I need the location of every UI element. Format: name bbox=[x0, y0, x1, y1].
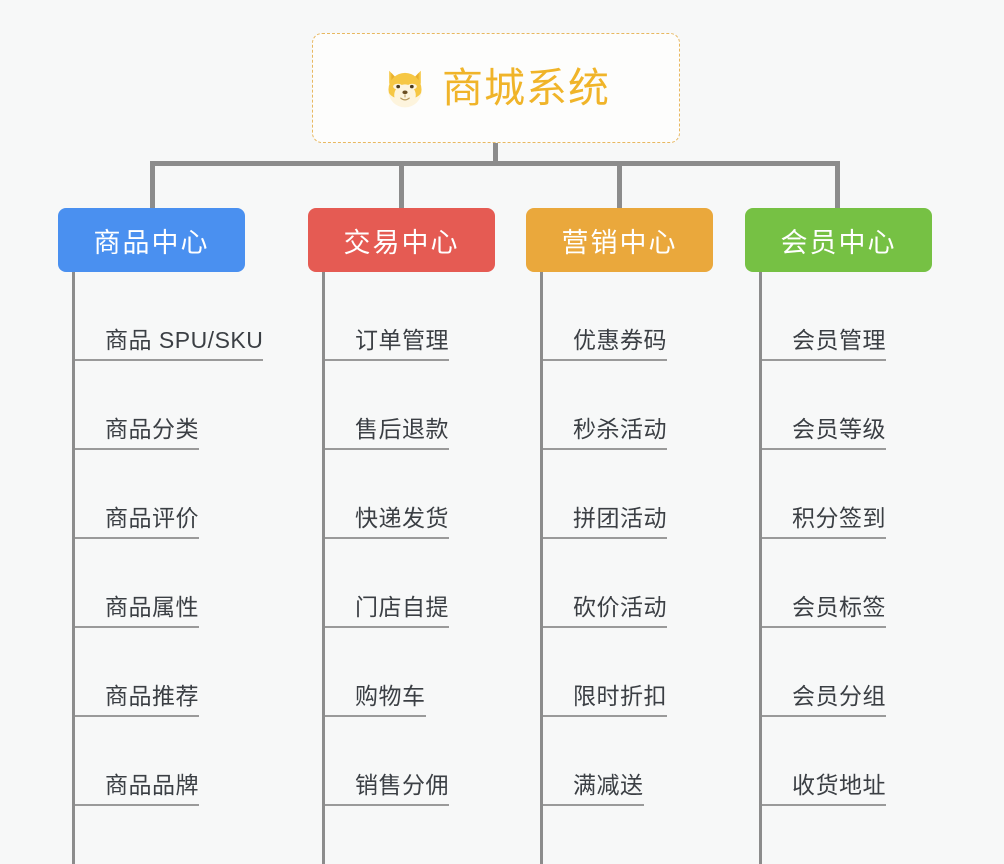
leaf-item[interactable]: 秒杀活动 bbox=[543, 361, 667, 450]
connector-bus bbox=[150, 161, 840, 166]
branch-column-2: 交易中心 订单管理 售后退款 快递发货 门店自提 购物车 销售分佣 bbox=[308, 208, 495, 864]
leaf-item[interactable]: 售后退款 bbox=[325, 361, 449, 450]
mindmap-canvas: 商城系统 商品中心 商品 SPU/SKU 商品分类 商品评价 商品属性 商品推荐… bbox=[58, 33, 932, 864]
leaf-label: 商品属性 bbox=[75, 594, 199, 628]
leaf-label: 拼团活动 bbox=[543, 505, 667, 539]
leaf-label: 会员标签 bbox=[762, 594, 886, 628]
leaf-item[interactable]: 积分签到 bbox=[762, 450, 886, 539]
branch-header-label-1: 商品中心 bbox=[93, 227, 210, 258]
branch-header-label-4: 会员中心 bbox=[780, 227, 897, 258]
branch-column-3: 营销中心 优惠券码 秒杀活动 拼团活动 砍价活动 限时折扣 满减送 bbox=[526, 208, 713, 864]
connector-stem bbox=[493, 143, 498, 164]
leaf-label: 满减送 bbox=[543, 772, 644, 806]
leaf-label: 商品品牌 bbox=[75, 772, 199, 806]
leaf-item[interactable]: 商品分类 bbox=[75, 361, 199, 450]
leaf-label: 收货地址 bbox=[762, 772, 886, 806]
branch-header-3[interactable]: 营销中心 bbox=[526, 208, 713, 272]
leaf-label: 门店自提 bbox=[325, 594, 449, 628]
branch-column-1: 商品中心 商品 SPU/SKU 商品分类 商品评价 商品属性 商品推荐 商品品牌 bbox=[58, 208, 264, 864]
leaf-item[interactable]: 销售分佣 bbox=[325, 717, 449, 806]
leaf-item[interactable]: 商品 SPU/SKU bbox=[75, 272, 264, 361]
leaf-label: 积分签到 bbox=[762, 505, 886, 539]
leaf-item[interactable]: 门店自提 bbox=[325, 539, 449, 628]
leaf-label: 售后退款 bbox=[325, 416, 449, 450]
leaf-item[interactable]: 商品推荐 bbox=[75, 628, 199, 717]
branch-spine-2: 订单管理 售后退款 快递发货 门店自提 购物车 销售分佣 bbox=[322, 272, 495, 864]
leaf-item[interactable]: 收货地址 bbox=[762, 717, 886, 806]
leaf-label: 砍价活动 bbox=[543, 594, 667, 628]
leaf-label: 销售分佣 bbox=[325, 772, 449, 806]
leaf-item[interactable]: 限时折扣 bbox=[543, 628, 667, 717]
branch-spine-4: 会员管理 会员等级 积分签到 会员标签 会员分组 收货地址 bbox=[759, 272, 932, 864]
connector-drop-2 bbox=[399, 161, 404, 208]
leaf-item[interactable]: 砍价活动 bbox=[543, 539, 667, 628]
leaf-item[interactable]: 满减送 bbox=[543, 717, 644, 806]
leaf-item[interactable]: 会员管理 bbox=[762, 272, 886, 361]
leaf-label: 会员管理 bbox=[762, 327, 886, 361]
leaf-item[interactable]: 会员分组 bbox=[762, 628, 886, 717]
root-title: 商城系统 bbox=[442, 64, 610, 111]
leaf-label: 商品 SPU/SKU bbox=[75, 327, 264, 361]
leaf-label: 限时折扣 bbox=[543, 683, 667, 717]
leaf-item[interactable]: 商品属性 bbox=[75, 539, 199, 628]
branch-spine-3: 优惠券码 秒杀活动 拼团活动 砍价活动 限时折扣 满减送 bbox=[540, 272, 713, 864]
branch-spine-1: 商品 SPU/SKU 商品分类 商品评价 商品属性 商品推荐 商品品牌 bbox=[72, 272, 264, 864]
leaf-label: 购物车 bbox=[325, 683, 426, 717]
shiba-dog-emoji bbox=[382, 65, 428, 111]
leaf-label: 订单管理 bbox=[325, 327, 449, 361]
branch-header-4[interactable]: 会员中心 bbox=[745, 208, 932, 272]
leaf-label: 优惠券码 bbox=[543, 327, 667, 361]
leaf-label: 商品评价 bbox=[75, 505, 199, 539]
branch-header-label-2: 交易中心 bbox=[343, 227, 460, 258]
leaf-item[interactable]: 拼团活动 bbox=[543, 450, 667, 539]
leaf-item[interactable]: 商品品牌 bbox=[75, 717, 199, 806]
connector-drop-3 bbox=[617, 161, 622, 208]
connector-drop-1 bbox=[150, 161, 155, 208]
leaf-item[interactable]: 购物车 bbox=[325, 628, 426, 717]
leaf-item[interactable]: 会员标签 bbox=[762, 539, 886, 628]
leaf-item[interactable]: 会员等级 bbox=[762, 361, 886, 450]
root-node[interactable]: 商城系统 bbox=[312, 33, 680, 143]
connector-drop-4 bbox=[835, 161, 840, 208]
leaf-label: 会员分组 bbox=[762, 683, 886, 717]
leaf-label: 商品分类 bbox=[75, 416, 199, 450]
leaf-label: 秒杀活动 bbox=[543, 416, 667, 450]
leaf-item[interactable]: 商品评价 bbox=[75, 450, 199, 539]
leaf-label: 快递发货 bbox=[325, 505, 449, 539]
leaf-item[interactable]: 优惠券码 bbox=[543, 272, 667, 361]
branch-header-label-3: 营销中心 bbox=[561, 227, 678, 258]
leaf-item[interactable]: 快递发货 bbox=[325, 450, 449, 539]
branch-header-1[interactable]: 商品中心 bbox=[58, 208, 245, 272]
branch-column-4: 会员中心 会员管理 会员等级 积分签到 会员标签 会员分组 收货地址 bbox=[745, 208, 932, 864]
branch-header-2[interactable]: 交易中心 bbox=[308, 208, 495, 272]
leaf-label: 会员等级 bbox=[762, 416, 886, 450]
leaf-item[interactable]: 订单管理 bbox=[325, 272, 449, 361]
leaf-label: 商品推荐 bbox=[75, 683, 199, 717]
